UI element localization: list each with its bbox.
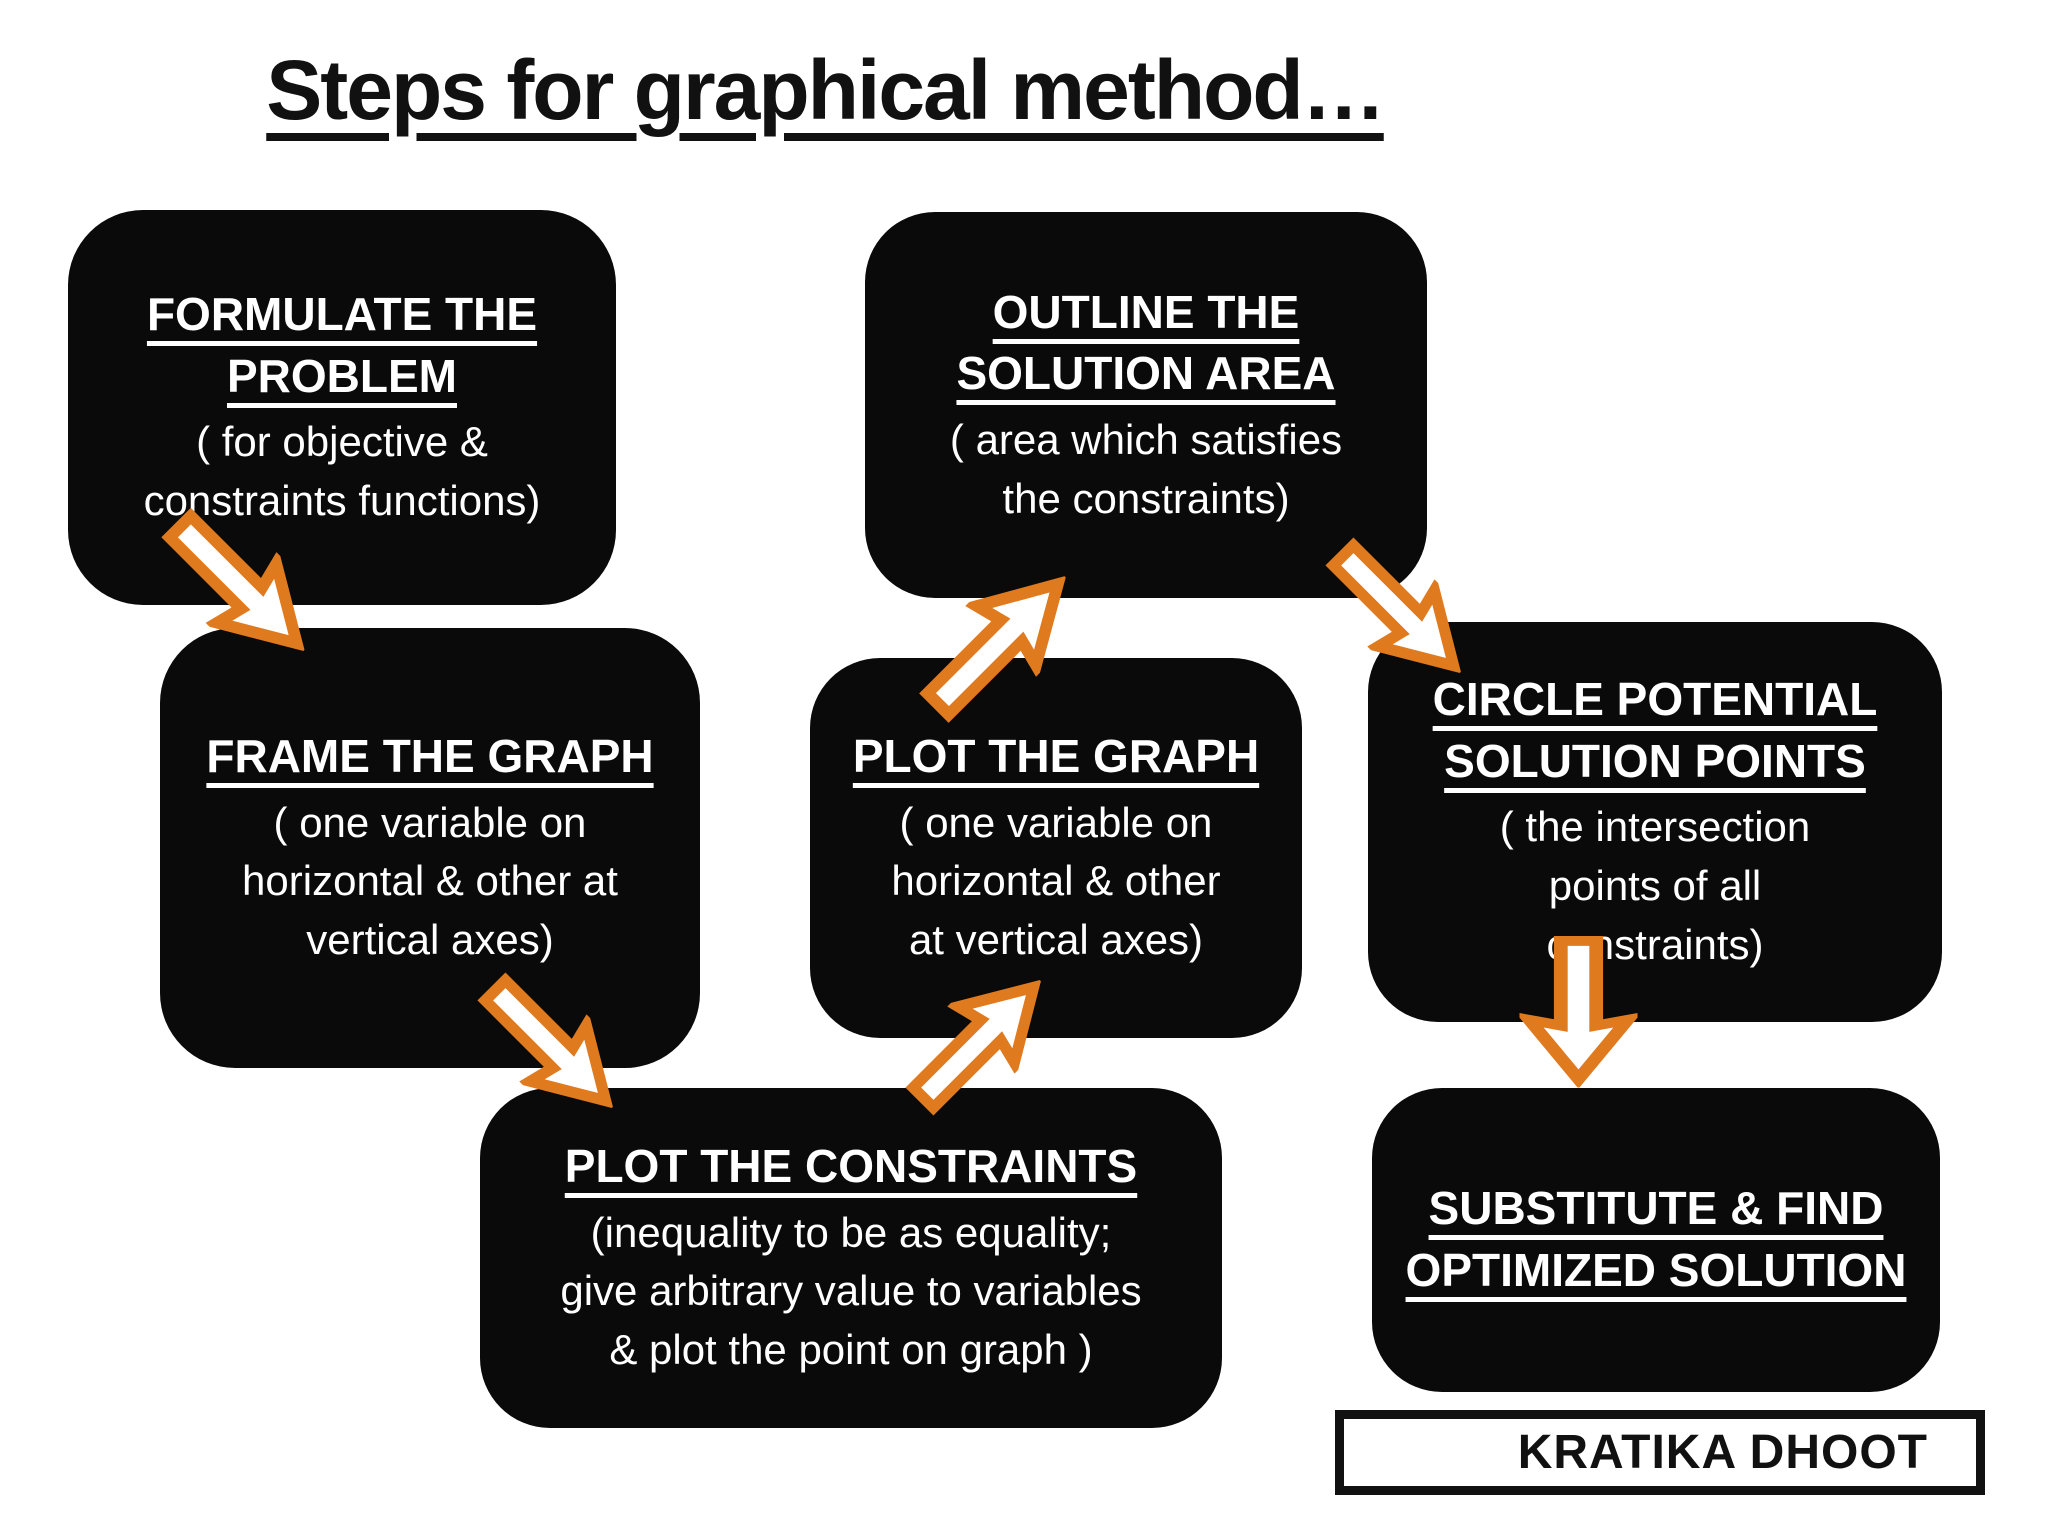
step-box-substitute-and-find-optimized-solution: SUBSTITUTE & FIND OPTIMIZED SOLUTION	[1372, 1088, 1940, 1392]
step-heading: CIRCLE POTENTIAL SOLUTION POINTS	[1432, 673, 1878, 787]
step-detail: ( area which satisfies the constraints)	[949, 415, 1343, 522]
flow-arrow-formulate-to-frame-icon	[138, 484, 340, 686]
step-heading: PLOT THE CONSTRAINTS	[564, 1139, 1138, 1192]
step-detail: ( one variable on horizontal & other at …	[891, 798, 1221, 964]
flow-arrow-outline-to-circle-icon	[1303, 515, 1494, 706]
step-detail: ( for objective & constraints functions)	[143, 418, 541, 525]
flow-arrow-constraints-to-plotgraph-icon	[883, 947, 1074, 1138]
step-box-frame-the-graph: FRAME THE GRAPH ( one variable on horizo…	[160, 628, 700, 1068]
step-box-plot-the-constraints: PLOT THE CONSTRAINTS (inequality to be a…	[480, 1088, 1222, 1428]
page-title: Steps for graphical method…	[266, 43, 1386, 137]
flow-arrow-plotgraph-to-outline-icon	[895, 541, 1100, 746]
step-box-circle-potential-solution-points: CIRCLE POTENTIAL SOLUTION POINTS ( the i…	[1368, 622, 1942, 1022]
step-detail: ( one variable on horizontal & other at …	[242, 798, 618, 964]
step-box-outline-the-solution-area: OUTLINE THE SOLUTION AREA ( area which s…	[865, 212, 1427, 598]
step-heading: FRAME THE GRAPH	[206, 729, 654, 782]
step-box-plot-the-graph: PLOT THE GRAPH ( one variable on horizon…	[810, 658, 1302, 1038]
flow-arrow-circle-to-substitute-icon	[1519, 933, 1638, 1088]
step-box-formulate-the-problem: FORMULATE THE PROBLEM ( for objective & …	[68, 210, 616, 605]
step-detail: (inequality to be as equality; give arbi…	[560, 1208, 1142, 1374]
step-heading: OUTLINE THE SOLUTION AREA	[956, 285, 1336, 400]
step-heading: SUBSTITUTE & FIND OPTIMIZED SOLUTION	[1405, 1182, 1907, 1296]
flow-arrow-frame-to-constraints-icon	[455, 950, 646, 1141]
step-heading: PLOT THE GRAPH	[852, 729, 1260, 782]
author-name-box: KRATIKA DHOOT	[1335, 1410, 1985, 1495]
step-heading: FORMULATE THE PROBLEM	[146, 288, 538, 402]
